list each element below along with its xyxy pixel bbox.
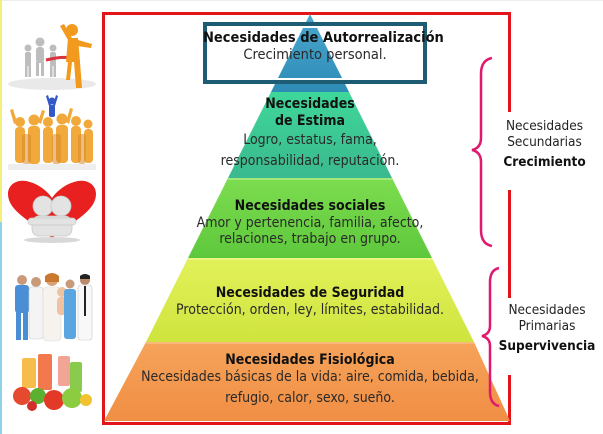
group-secundarias-label: Necesidades Secundarias Crecimiento <box>497 118 592 171</box>
red-frame-right-segment <box>508 12 511 112</box>
group-label: Necesidades <box>508 302 586 318</box>
level-fisiologica-text: Necesidades Fisiológica Necesidades bási… <box>120 352 500 407</box>
level-description: Necesidades básicas de la vida: aire, co… <box>141 368 479 385</box>
level-title: Necesidades Fisiológica <box>225 352 395 368</box>
top-level-box <box>203 22 427 84</box>
food-image <box>8 352 96 412</box>
level-title: Necesidades sociales <box>234 198 386 214</box>
level-estima-text: Necesidades de Estima Logro, estatus, fa… <box>220 96 400 169</box>
level-description: responsabilidad, reputación. <box>220 152 400 169</box>
level-title: Necesidades de Autorrealización <box>203 30 444 46</box>
group-label: Secundarias <box>507 134 582 151</box>
crowd-leader-icon <box>8 95 96 170</box>
level-description: Protección, orden, ley, límites, estabil… <box>176 301 444 318</box>
level-title: Necesidades <box>265 96 355 112</box>
family-doctors-image <box>8 270 96 344</box>
heart-hug-icon <box>8 180 96 243</box>
level-sociales-text: Necesidades sociales Amor y pertenencia,… <box>190 198 430 248</box>
brace-primarias <box>481 266 500 408</box>
group-primarias-label: Necesidades Primarias Supervivencia <box>497 302 597 355</box>
red-frame-right-segment <box>508 375 511 422</box>
brace-secundarias <box>471 56 493 248</box>
crowd-image <box>8 94 96 170</box>
fruits-vegetables-icon <box>13 354 92 411</box>
winner-image <box>8 18 96 90</box>
heart-image <box>8 180 96 244</box>
left-edge-strip-cyan <box>0 222 2 434</box>
top-edge-line <box>0 0 603 1</box>
level-description: Crecimiento personal. <box>243 47 387 64</box>
level-title: Necesidades de Seguridad <box>215 285 405 301</box>
level-title: de Estima <box>274 112 345 129</box>
group-label: Primarias <box>518 318 576 335</box>
level-description: Amor y pertenencia, familia, afecto, <box>196 214 424 231</box>
finish-line-winner-icon <box>8 24 96 90</box>
level-estima <box>228 92 392 178</box>
group-label: Necesidades <box>505 118 584 134</box>
group-category: Supervivencia <box>498 338 596 355</box>
level-description: Logro, estatus, fama, <box>243 132 377 149</box>
group-category: Crecimiento <box>503 154 586 171</box>
level-description: refugio, calor, sexo, sueño. <box>225 390 395 407</box>
level-autorrealizacion <box>271 14 349 92</box>
level-autorrealizacion-text: Necesidades de Autorrealización Crecimie… <box>203 30 444 64</box>
level-seguridad-text: Necesidades de Seguridad Protección, ord… <box>160 285 460 318</box>
red-frame <box>102 12 511 425</box>
red-frame-right-segment <box>508 190 511 298</box>
level-seguridad <box>146 258 474 342</box>
left-edge-strip-yellow <box>0 0 2 222</box>
level-description: relaciones, trabajo en grupo. <box>219 231 401 248</box>
level-sociales <box>188 178 432 258</box>
level-fisiologica <box>104 342 510 421</box>
family-doctors-icon <box>15 273 93 342</box>
